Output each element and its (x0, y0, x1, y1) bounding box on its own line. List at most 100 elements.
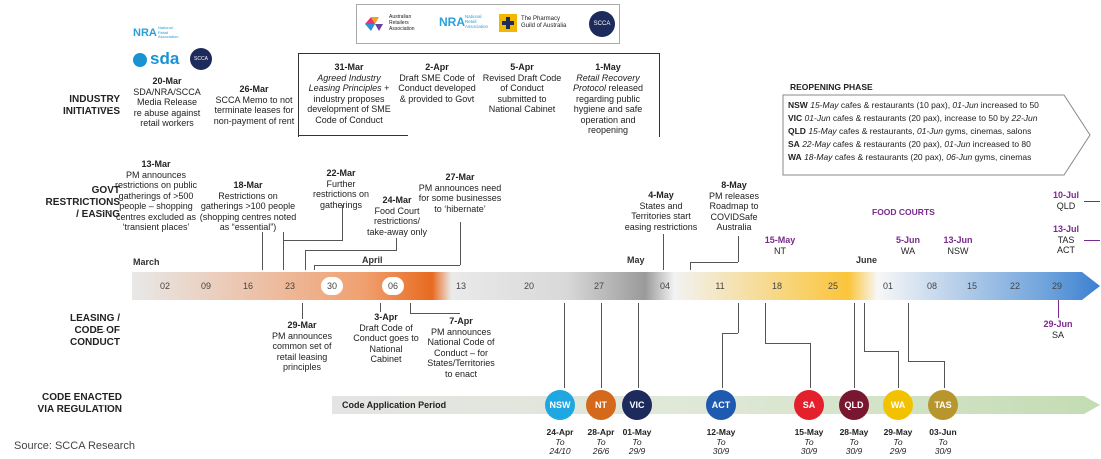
state-circle-vic: VIC (622, 390, 652, 420)
connector (283, 232, 284, 270)
timeline-tick: 04 (659, 281, 670, 291)
state-circle-tas: TAS (928, 390, 958, 420)
state-circle-nt: NT (586, 390, 616, 420)
connector (1084, 240, 1100, 241)
connector (690, 262, 691, 270)
connector (663, 234, 664, 270)
connector (396, 238, 397, 250)
connector (810, 343, 811, 388)
timeline-arrow (132, 272, 1100, 300)
nra-logo: NRA (133, 27, 157, 39)
food-courts-title: FOOD COURTS (872, 207, 935, 217)
ara-logo-text: Australian Retailers Association (389, 14, 415, 32)
timeline-tick: 16 (242, 281, 253, 291)
state-circle-qld: QLD (839, 390, 869, 420)
connector (765, 303, 766, 343)
pharmacy-guild-text: The Pharmacy Guild of Australia (521, 16, 567, 29)
connector (302, 303, 303, 319)
connector (864, 351, 898, 352)
industry-box (298, 53, 660, 137)
timeline-tick: 23 (284, 281, 295, 291)
connector (738, 236, 739, 262)
reopening-line: QLD 15-May cafes & restaurants, 01-Jun g… (788, 126, 1032, 136)
timeline-tick: 13 (455, 281, 466, 291)
reopening-line: SA 22-May cafes & restaurants (20 pax), … (788, 139, 1031, 149)
connector (410, 313, 460, 314)
nra-logo: NRA (439, 15, 465, 29)
connector (314, 265, 315, 270)
state-circle-act: ACT (706, 390, 736, 420)
ara-logo (363, 13, 385, 35)
timeline-tick: 02 (159, 281, 170, 291)
connector (1084, 201, 1100, 202)
state-circle-nsw: NSW (545, 390, 575, 420)
connector (738, 303, 739, 333)
connector (690, 262, 738, 263)
month-label: June (856, 255, 878, 265)
timeline-tick: 20 (523, 281, 534, 291)
timeline-tick: 08 (926, 281, 937, 291)
connector (898, 351, 899, 388)
sda-logo-icon (133, 53, 147, 67)
reopening-title: REOPENING PHASE (790, 82, 873, 92)
scca-logo: SCCA (589, 11, 615, 37)
reopening-line: WA 18-May cafes & restaurants (20 pax), … (788, 152, 1032, 162)
timeline-tick: 27 (593, 281, 604, 291)
row-label-leasing: LEASING / CODE OF CONDUCT (69, 313, 120, 348)
industry-box-bottom (298, 135, 408, 136)
logos-bar: Australian Retailers Association NRA Nat… (356, 4, 620, 44)
connector (722, 333, 723, 388)
scca-logo: SCCA (190, 48, 212, 70)
row-divider (96, 211, 110, 212)
pharmacy-guild-logo (499, 14, 517, 32)
connector (305, 250, 306, 270)
connector (765, 343, 810, 344)
timeline-tick: 29 (1051, 281, 1062, 291)
nra-logo-text: National Retail Association (465, 14, 489, 29)
connector (342, 205, 343, 240)
connector (601, 303, 602, 388)
sda-logo: sda (150, 49, 180, 68)
connector (864, 303, 865, 351)
month-label: April (362, 255, 383, 265)
row-divider (96, 107, 110, 108)
reopening-line: VIC 01-Jun cafes & restaurants (20 pax),… (788, 113, 1038, 123)
source-note: Source: SCCA Research (14, 440, 136, 452)
state-circle-sa: SA (794, 390, 824, 420)
connector (564, 303, 565, 388)
timeline-tick: 11 (715, 281, 725, 291)
connector (908, 303, 909, 361)
timeline-tick: 06 (382, 277, 404, 295)
reopening-line: NSW 15-May cafes & restaurants (10 pax),… (788, 100, 1039, 110)
reopening-list: NSW 15-May cafes & restaurants (10 pax),… (788, 99, 1039, 164)
timeline-tick: 22 (1009, 281, 1020, 291)
timeline-tick: 01 (882, 281, 893, 291)
connector (722, 333, 738, 334)
connector (283, 240, 343, 241)
connector (410, 303, 411, 313)
connector (380, 303, 381, 312)
row-divider (96, 331, 110, 332)
row-label-code: CODE ENACTED VIA REGULATION (37, 392, 122, 415)
